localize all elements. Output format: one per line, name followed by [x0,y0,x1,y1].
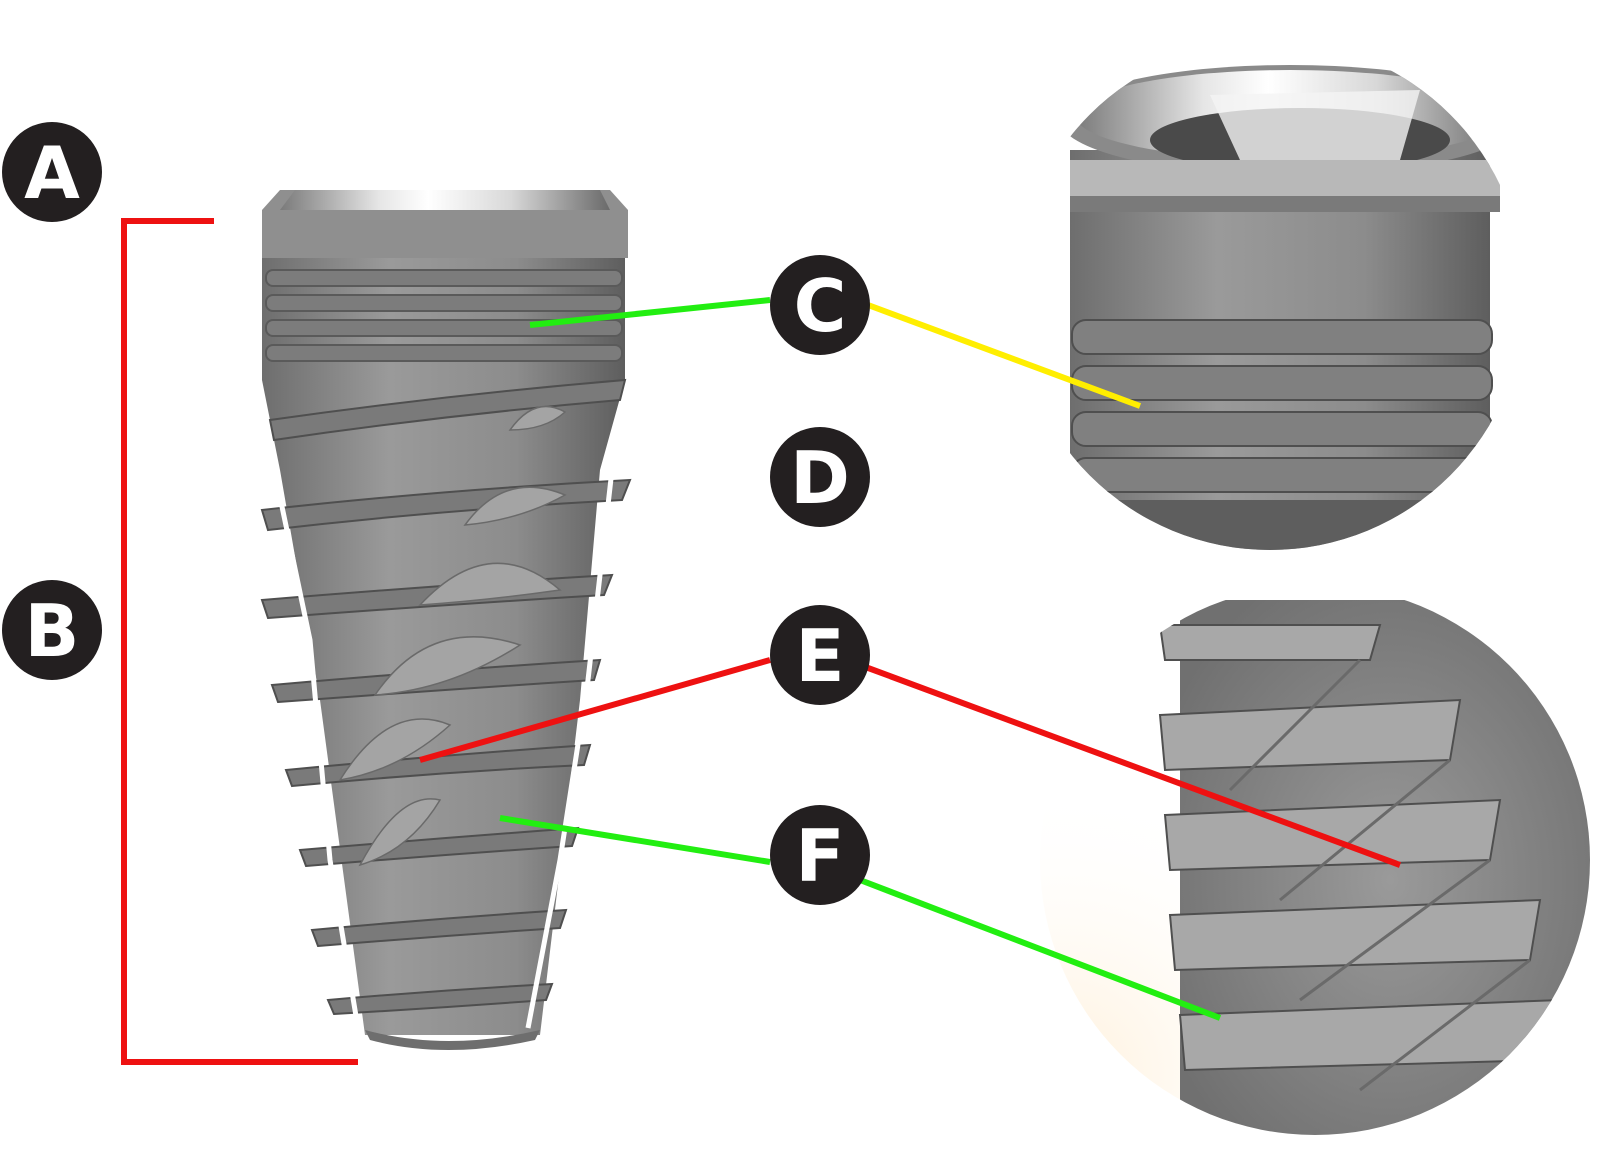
implant-apex [365,1030,540,1050]
leader-c-to-implant [529,297,771,328]
implant-main [260,190,632,1050]
implant-collar-shine [280,190,610,210]
implant-cutting-flutes [338,405,567,867]
label-b: B [25,589,80,673]
label-e: E [795,614,844,698]
leader-e-to-zoom [858,662,1402,868]
zoom-collar [1015,40,1525,550]
leader-c-to-zoom [858,299,1142,409]
label-f: F [795,814,844,898]
label-d: D [790,436,850,520]
implant-micro-threads [265,269,623,362]
leader-e-to-implant [419,657,771,763]
zoom-threads [1040,585,1590,1135]
label-c: C [794,264,847,348]
leader-f-to-implant [499,815,771,865]
badge-e: E [770,605,870,705]
badge-a: A [2,122,102,222]
leader-f-to-zoom [858,877,1222,1021]
implant-right-edge-highlight [525,469,615,1029]
label-a: A [24,131,80,215]
badge-c: C [770,255,870,355]
implant-left-edge-highlight [265,439,361,1029]
badge-d: D [770,427,870,527]
bracket-b [121,218,358,1065]
badge-f: F [770,805,870,905]
implant-core [262,215,625,1035]
badge-b: B [2,580,102,680]
